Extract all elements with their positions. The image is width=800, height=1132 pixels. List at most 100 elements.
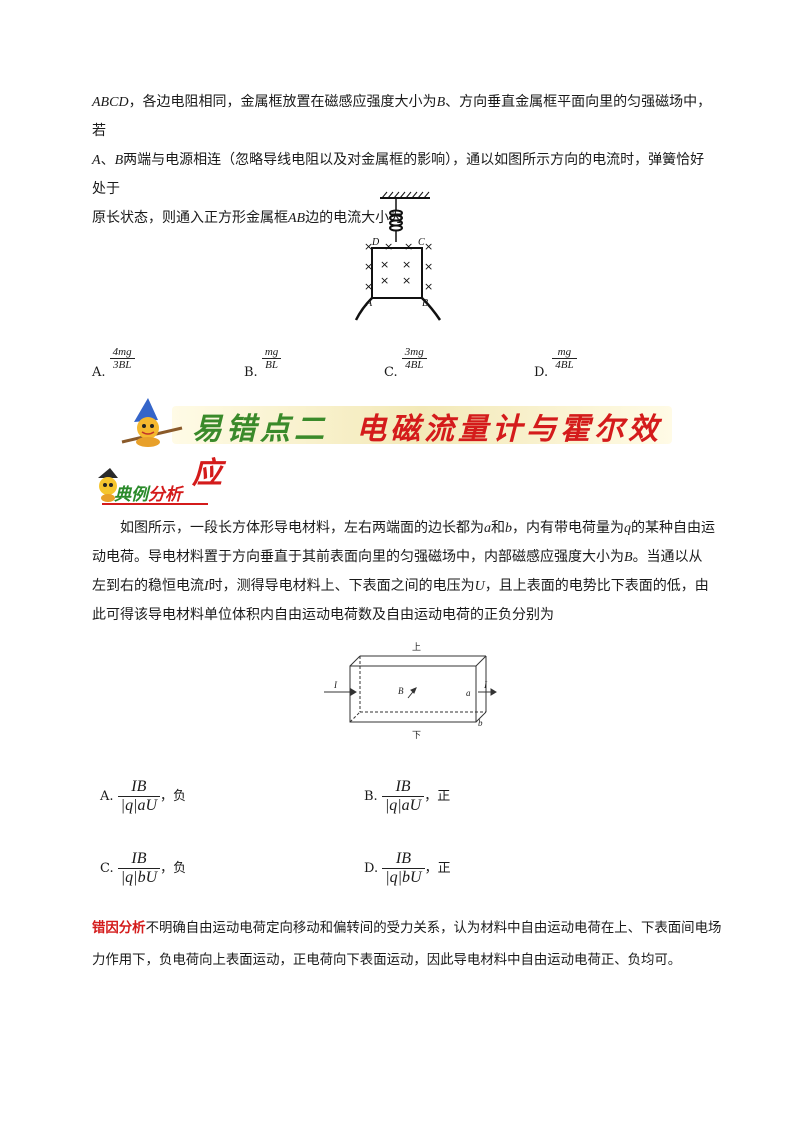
denominator: 3BL: [109, 358, 135, 371]
option-suffix: ，正: [424, 789, 451, 804]
field-cross: ×: [384, 240, 393, 253]
corner-label-c: C: [418, 237, 425, 248]
option-label: B.: [364, 789, 378, 804]
denominator: 4BL: [401, 358, 427, 371]
banner-title: 易错点二电磁流量计与霍尔效应: [192, 404, 680, 492]
field-cross: ×: [364, 240, 373, 253]
var-i: I: [204, 579, 209, 594]
error-analysis: 错因分析不明确自由运动电荷定向移动和偏转间的受力关系，认为材料中自由运动电荷在上…: [92, 912, 722, 977]
tag-title: 典例分析: [114, 480, 182, 505]
text: 如图所示，一段长方体形导电材料，左右两端面的边长都为: [120, 520, 484, 536]
field-cross: ×: [380, 274, 389, 287]
error-analysis-label: 错因分析: [92, 920, 146, 936]
cuboid-conductor-figure: 上 下 I I B a b: [324, 642, 497, 741]
field-cross: ×: [424, 260, 433, 273]
numerator: IB: [131, 778, 147, 795]
label-side-b: b: [478, 718, 483, 728]
numerator: 3mg: [404, 346, 424, 358]
option-label: A.: [100, 789, 114, 804]
text: 和: [491, 520, 505, 536]
var-b: b: [505, 521, 512, 536]
tag-background: [98, 468, 208, 505]
owl-mascot-icon: [98, 468, 118, 502]
error-analysis-text: 不明确自由运动电荷定向移动和偏转间的受力关系，认为材料中自由运动电荷在上、下表面…: [92, 921, 722, 968]
label-bottom: 下: [412, 731, 421, 741]
var-field-b: B: [624, 550, 633, 565]
var-abcd: ABCD: [92, 95, 129, 110]
option-label: B.: [244, 365, 258, 380]
field-cross: ×: [380, 258, 389, 271]
option-suffix: ，正: [424, 861, 451, 876]
label-side-a: a: [466, 688, 471, 698]
denominator: BL: [261, 358, 282, 371]
var-b2: B: [114, 153, 124, 168]
label-current-right: I: [483, 680, 488, 690]
numerator: 4mg: [112, 346, 132, 358]
option-label: D.: [534, 365, 549, 380]
problem2-text: 如图所示，一段长方体形导电材料，左右两端面的边长都为a和b，内有带电荷量为q的某…: [92, 514, 716, 630]
fraction: IB|q|bU: [117, 850, 161, 887]
field-cross: ×: [402, 258, 411, 271]
denominator: |q|bU: [382, 868, 425, 887]
text: ，且上表面的电势比下表面的低，由此可得该导电材料单位体积内自由运动电荷数及自由运…: [92, 578, 709, 623]
option-label: A.: [92, 365, 106, 380]
problem2-options: A. IB|q|aU，负 B. IB|q|aU，正 C. IB|q|bU，负 D…: [0, 778, 800, 898]
corner-label-a: A: [365, 298, 373, 309]
corner-label-d: D: [371, 237, 380, 248]
banner-background: [121, 398, 672, 447]
numerator: IB: [395, 778, 411, 795]
denominator: |q|aU: [117, 796, 161, 815]
option-suffix: ，负: [160, 789, 187, 804]
corner-label-b: B: [422, 298, 428, 309]
option-c[interactable]: C. IB|q|bU，负: [100, 850, 186, 887]
text: 边的电流大小为: [305, 210, 404, 226]
option-b[interactable]: B. IB|q|aU，正: [364, 778, 450, 815]
option-a[interactable]: A. IB|q|aU，负: [100, 778, 186, 815]
text: 。当通以从左到右的稳恒电流: [92, 549, 703, 594]
field-cross: ×: [402, 274, 411, 287]
field-cross: ×: [404, 240, 413, 253]
text: 两端与电源相连（忽略导线电阻以及对金属框的影响），通以如图所示方向的电流时，弹簧…: [92, 152, 705, 197]
denominator: 4BL: [552, 358, 577, 371]
banner-part1: 易错点二: [192, 412, 328, 447]
label-current-left: I: [333, 680, 338, 690]
section-banner: 易错点二电磁流量计与霍尔效应: [112, 398, 680, 491]
var-q: q: [624, 521, 631, 536]
option-d[interactable]: D. IB|q|bU，正: [364, 850, 451, 887]
denominator: |q|bU: [117, 868, 161, 887]
fraction: IB|q|aU: [117, 778, 161, 815]
numerator: mg: [557, 346, 572, 358]
field-cross: ×: [364, 260, 373, 273]
denominator: |q|aU: [381, 796, 425, 815]
field-cross: ×: [424, 280, 433, 293]
numerator: IB: [395, 850, 411, 867]
text: 时，测得导电材料上、下表面之间的电压为: [208, 578, 475, 594]
label-top: 上: [412, 642, 421, 653]
text: ，内有带电荷量为: [512, 520, 624, 536]
var-a: A: [92, 153, 101, 168]
section-tag: 典例分析: [90, 466, 230, 506]
wizard-mascot-icon: [121, 398, 183, 447]
banner-part2: 电磁流量计与霍尔效应: [192, 412, 662, 491]
tag-part2: 分析: [148, 485, 182, 505]
var-b: B: [436, 95, 446, 110]
field-cross: ×: [364, 280, 373, 293]
fraction: IB|q|aU: [381, 778, 425, 815]
text: 的某种自由运动电荷。导电材料置于方向垂直于其前表面向里的匀强磁场中，内部磁感应强…: [92, 520, 715, 565]
var-ab: AB: [288, 211, 306, 226]
text: 原长状态，则通入正方形金属框: [92, 210, 288, 226]
text: 、: [100, 152, 115, 168]
option-label: C.: [384, 365, 398, 380]
option-label: D.: [364, 861, 379, 876]
option-suffix: ，负: [160, 861, 187, 876]
tag-part1: 典例: [114, 485, 148, 505]
